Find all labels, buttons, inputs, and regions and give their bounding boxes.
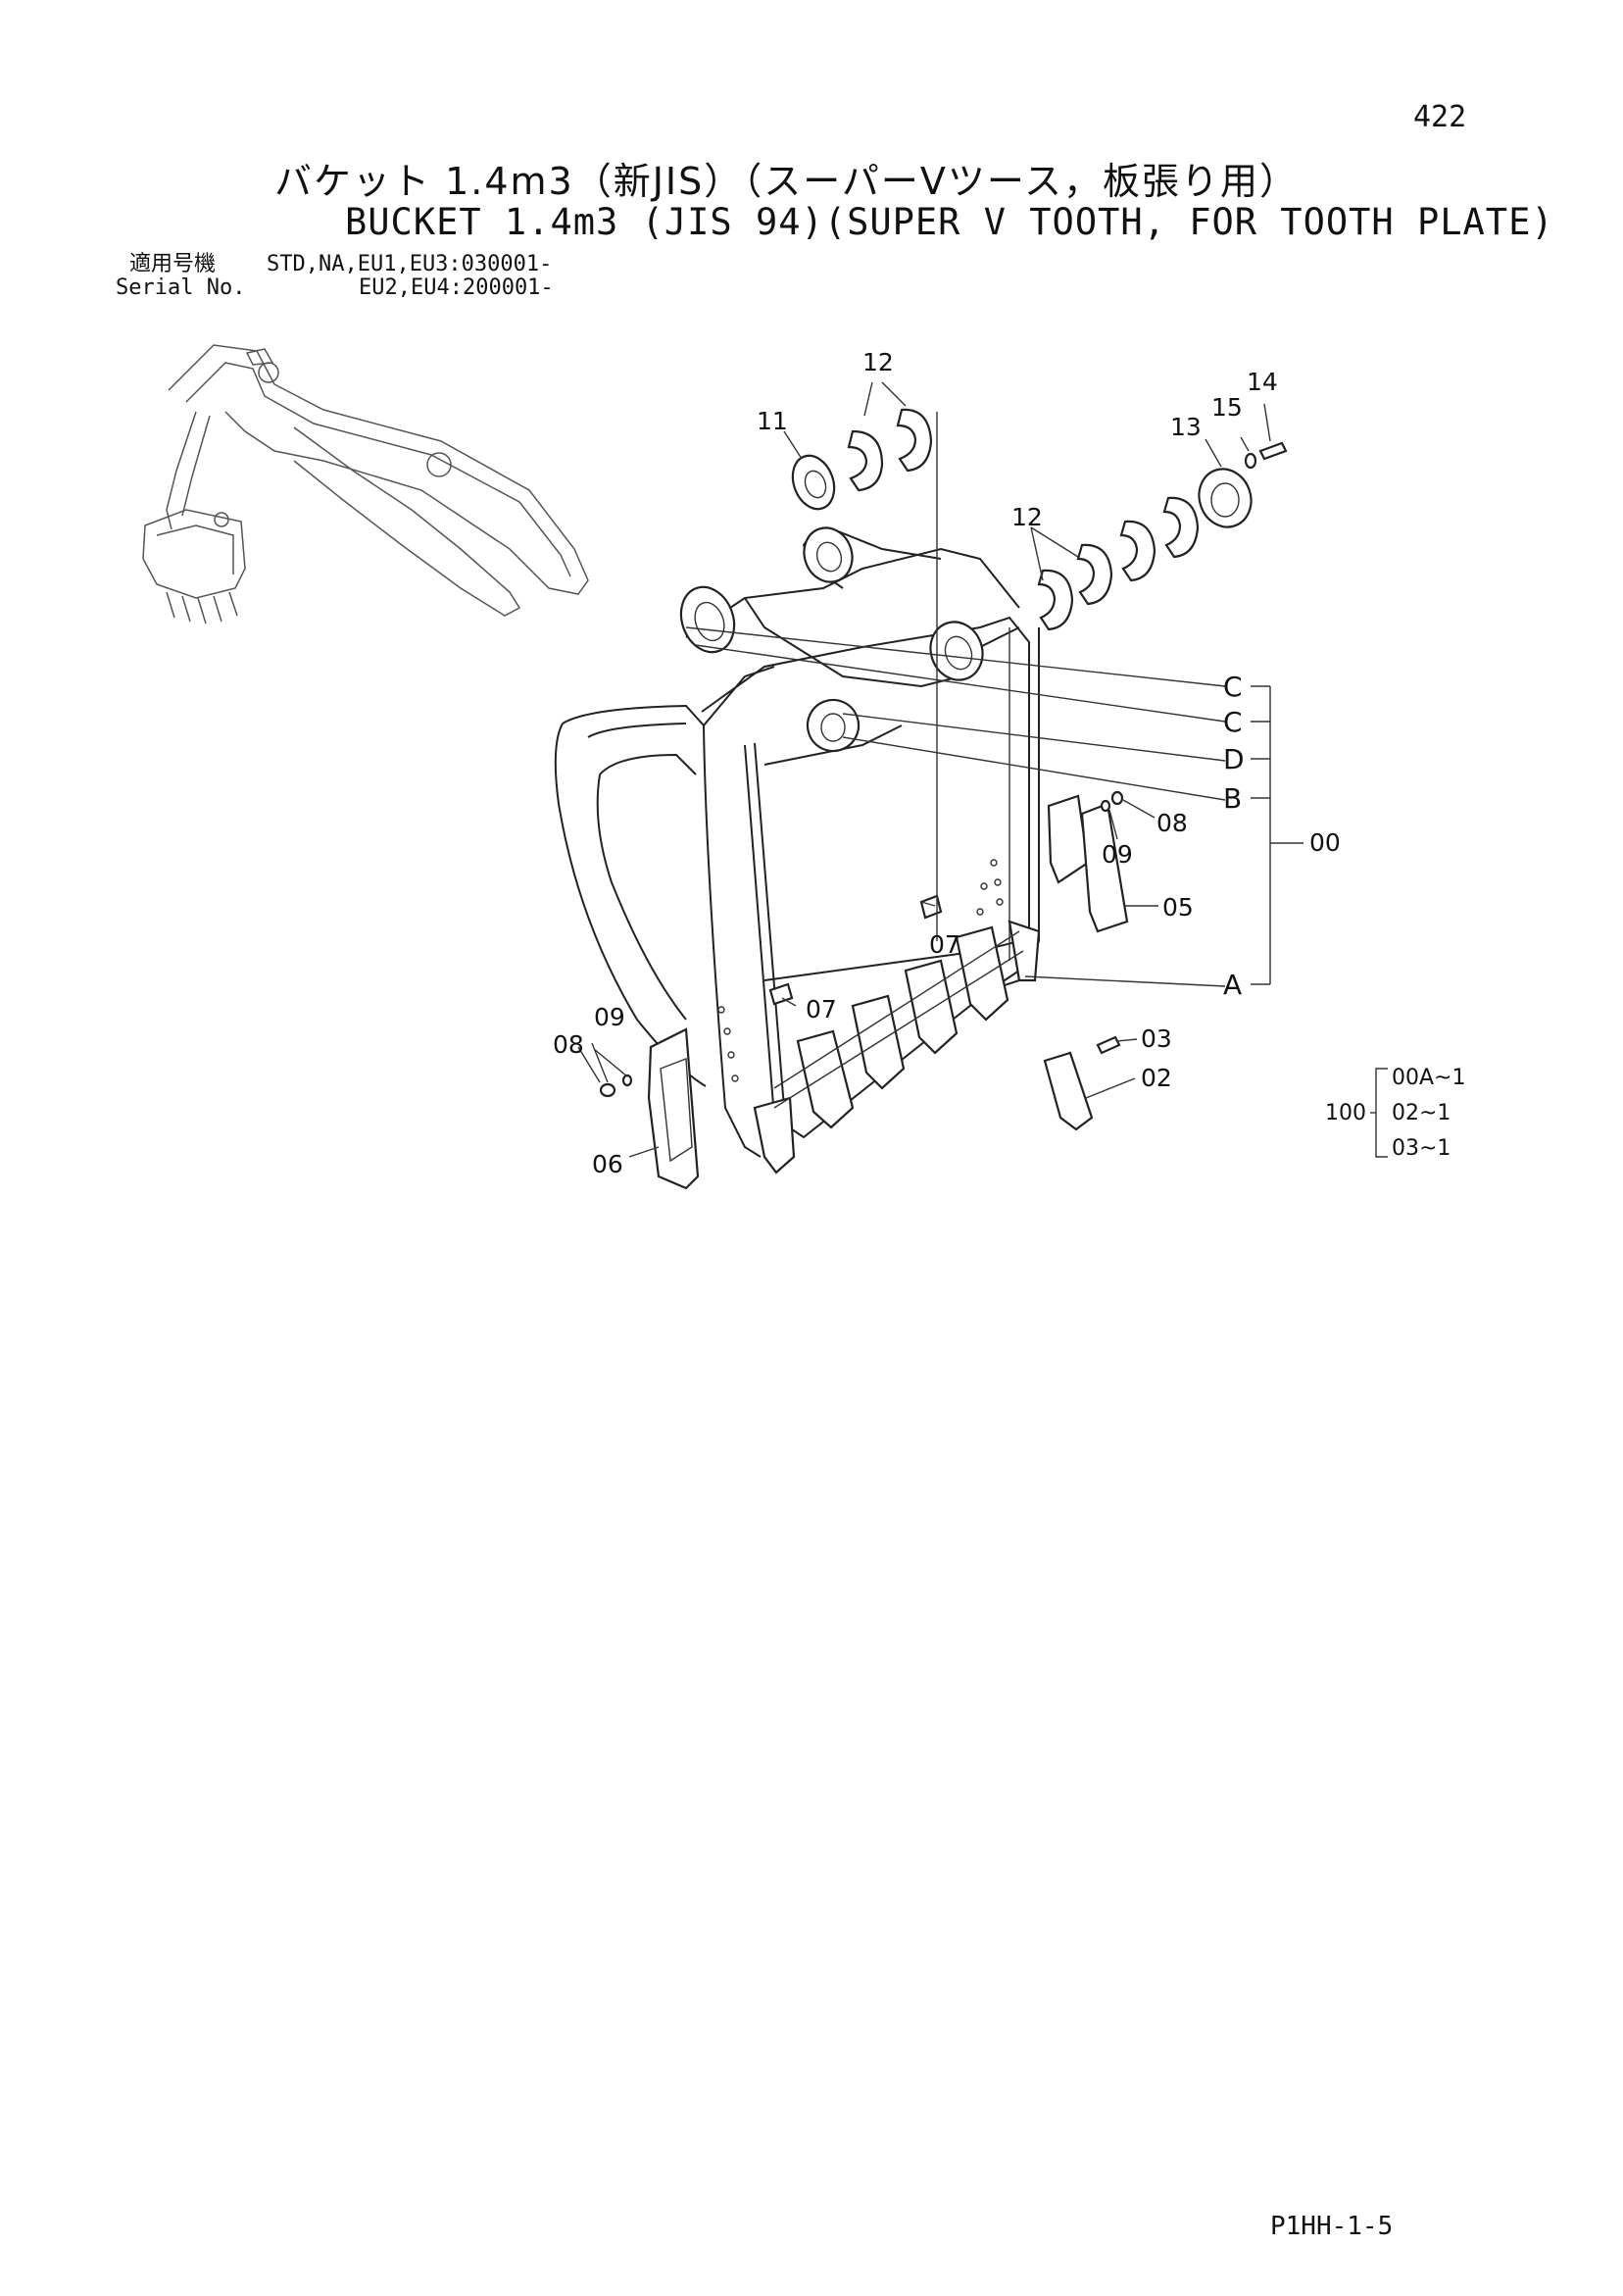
- callout-08-left: 08: [553, 1030, 584, 1059]
- callout-09-right: 09: [1102, 840, 1133, 869]
- callout-15: 15: [1211, 393, 1243, 422]
- shims-and-seals: [791, 408, 1288, 631]
- callout-02: 02: [1141, 1064, 1172, 1092]
- side-protector-plates: [599, 790, 1129, 1190]
- bucket-bosses: [679, 526, 984, 753]
- callout-12-mid: 12: [1011, 503, 1043, 531]
- serial-range-2: EU2,EU4:200001-: [359, 275, 554, 300]
- leader-lines: [577, 381, 1303, 1158]
- kit-bracket: [1370, 1068, 1388, 1158]
- callout-07-left: 07: [806, 995, 837, 1023]
- bucket-body: [554, 527, 1040, 1158]
- callout-03: 03: [1141, 1024, 1172, 1053]
- kit-item-2: 02~1: [1392, 1101, 1451, 1125]
- ref-letter-c1: C: [1223, 671, 1243, 703]
- title-japanese: バケット 1.4m3（新JIS）（スーパーVツース，板張り用）: [274, 160, 1299, 203]
- page-number: 422: [1413, 100, 1467, 134]
- ref-letter-b: B: [1223, 782, 1242, 815]
- title-english: BUCKET 1.4m3 (JIS 94)(SUPER V TOOTH, FOR…: [345, 201, 1554, 243]
- teeth-row: [753, 920, 1121, 1174]
- callout-06: 06: [592, 1150, 623, 1178]
- excavator-arm-thumbnail: [142, 344, 589, 624]
- serial-label-english: Serial No.: [116, 275, 246, 300]
- callout-12-top: 12: [862, 348, 894, 376]
- serial-range-1: STD,NA,EU1,EU3:030001-: [267, 252, 553, 276]
- ref-letter-d: D: [1223, 743, 1245, 775]
- kit-number: 100: [1325, 1101, 1366, 1125]
- callout-14: 14: [1247, 368, 1278, 396]
- callout-07-right: 07: [929, 930, 960, 959]
- callout-05: 05: [1162, 893, 1194, 922]
- kit-item-3: 03~1: [1392, 1136, 1451, 1161]
- callout-08-right: 08: [1156, 809, 1188, 837]
- callout-11: 11: [757, 407, 788, 435]
- ref-letter-c2: C: [1223, 706, 1243, 738]
- callout-13: 13: [1170, 413, 1202, 441]
- footer-page-code: P1HH-1-5: [1270, 2212, 1394, 2241]
- callout-00: 00: [1309, 828, 1341, 857]
- ref-letter-a: A: [1223, 969, 1242, 1001]
- serial-label-japanese: 適用号機: [129, 252, 217, 276]
- kit-item-1: 00A~1: [1392, 1066, 1465, 1090]
- callout-09-left: 09: [594, 1003, 625, 1031]
